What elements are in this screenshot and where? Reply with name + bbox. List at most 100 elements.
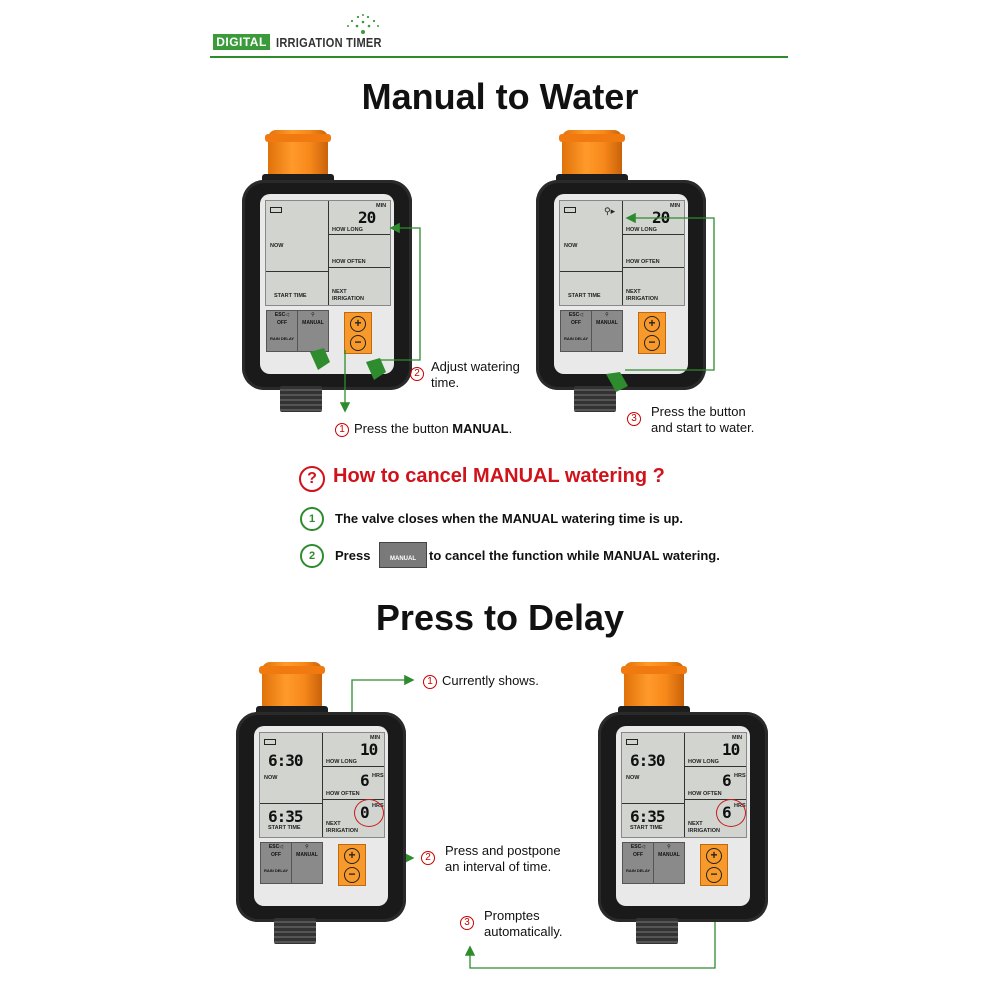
manual-button[interactable]: ⚲MANUAL [291,842,323,884]
lcd-how-long: HOW LONG [626,227,657,233]
device-face: MIN 10 HOW LONG 6:30 NOW 6 HRS HOW OFTEN… [254,726,388,906]
hose-connector [265,130,331,178]
section-title-delay: Press to Delay [375,597,625,638]
device-face: MIN 10 HOW LONG 6:30 NOW 6 HRS HOW OFTEN… [616,726,750,906]
lcd-duration: 20 [358,208,376,227]
lcd-how-long: HOW LONG [688,759,719,765]
outlet-pipe [574,386,616,412]
connector-ring [262,174,334,184]
lcd-how-long: HOW LONG [326,759,357,765]
lcd-min-label: MIN [732,735,743,741]
lcd-interval: 6 [360,771,370,790]
lcd-now-time: 6:30 [630,751,666,770]
lcd-how-often: HOW OFTEN [332,259,366,265]
lcd-how-long: HOW LONG [332,227,363,233]
lcd-next: NEXT [332,289,347,295]
lcd-irrigation: IRRIGATION [688,828,720,834]
section-title-manual: Manual to Water [361,76,639,117]
faucet-icon: ⚲▸ [604,206,616,216]
battery-icon [264,739,276,745]
cancel-item-2-pre: Press [335,548,371,563]
timer-device-delay-left: MIN 10 HOW LONG 6:30 NOW 6 HRS HOW OFTEN… [236,662,406,944]
delay-step-3-note: 3 Promptes automatically. [460,908,563,940]
question-icon: ? [299,466,325,492]
lcd-how-often: HOW OFTEN [326,791,360,797]
lcd-irrigation: IRRIGATION [332,296,364,302]
sprinkler-icon [347,14,379,34]
lcd-next: NEXT [326,821,341,827]
step-3-note: 3 Press the button and start to water. [627,404,754,436]
battery-icon [270,207,282,213]
step-2-icon: 2 [300,544,324,568]
lcd-start-value: 6:35 [630,807,666,826]
timer-device-delay-right: MIN 10 HOW LONG 6:30 NOW 6 HRS HOW OFTEN… [598,662,768,944]
lcd-start-time: START TIME [268,825,301,831]
battery-icon [626,739,638,745]
manual-button[interactable]: ⚲MANUAL [297,310,329,352]
lcd-duration: 10 [360,740,378,759]
plus-icon: + [644,316,660,332]
lcd-duration: 10 [722,740,740,759]
minus-icon: − [706,867,722,883]
manual-chip: MANUAL [379,542,427,568]
cancel-item-1: The valve closes when the MANUAL waterin… [335,511,683,526]
connector-ring [256,706,328,716]
lcd-screen: MIN 10 HOW LONG 6:30 NOW 6 HRS HOW OFTEN… [621,732,747,838]
lcd-screen: MIN 10 HOW LONG 6:30 NOW 6 HRS HOW OFTEN… [259,732,385,838]
minus-icon: − [350,335,366,351]
device-body: MIN 10 HOW LONG 6:30 NOW 6 HRS HOW OFTEN… [236,712,406,922]
header-divider [210,56,788,58]
lcd-min-label: MIN [670,203,681,209]
plus-minus-buttons[interactable]: +− [344,312,372,354]
outlet-pipe [274,918,316,944]
manual-button[interactable]: ⚲MANUAL [591,310,623,352]
lcd-now: NOW [264,775,278,781]
lcd-hrs-label: HRS [372,773,384,779]
step-1-icon: 1 [300,507,324,531]
lcd-irrigation: IRRIGATION [326,828,358,834]
battery-icon [564,207,576,213]
lcd-start-time: START TIME [274,293,307,299]
outlet-pipe [636,918,678,944]
lcd-now: NOW [564,243,578,249]
lcd-how-often: HOW OFTEN [688,791,722,797]
plus-minus-buttons[interactable]: +− [700,844,728,886]
highlight-circle [354,799,384,827]
device-face: MIN 20 HOW LONG NOW HOW OFTEN START TIME… [260,194,394,374]
lcd-min-label: MIN [370,735,381,741]
device-body: ⚲▸ MIN 20 HOW LONG NOW HOW OFTEN START T… [536,180,706,390]
lcd-next: NEXT [688,821,703,827]
lcd-now: NOW [626,775,640,781]
plus-minus-buttons[interactable]: +− [638,312,666,354]
device-face: ⚲▸ MIN 20 HOW LONG NOW HOW OFTEN START T… [554,194,688,374]
minus-icon: − [644,335,660,351]
lcd-min-label: MIN [376,203,387,209]
lcd-interval: 6 [722,771,732,790]
lcd-irrigation: IRRIGATION [626,296,658,302]
plus-icon: + [344,848,360,864]
plus-icon: + [350,316,366,332]
highlight-circle [716,799,746,827]
lcd-next: NEXT [626,289,641,295]
hose-connector [559,130,625,178]
lcd-now: NOW [270,243,284,249]
manual-button[interactable]: ⚲MANUAL [653,842,685,884]
minus-icon: − [344,867,360,883]
lcd-screen: ⚲▸ MIN 20 HOW LONG NOW HOW OFTEN START T… [559,200,685,306]
brand-subtitle: IRRIGATION TIMER [276,35,382,50]
lcd-start-value: 6:35 [268,807,304,826]
cancel-title: How to cancel MANUAL watering ? [333,465,665,487]
plus-minus-buttons[interactable]: +− [338,844,366,886]
step-2-note: 2 Adjust watering time. [410,359,520,391]
plus-icon: + [706,848,722,864]
